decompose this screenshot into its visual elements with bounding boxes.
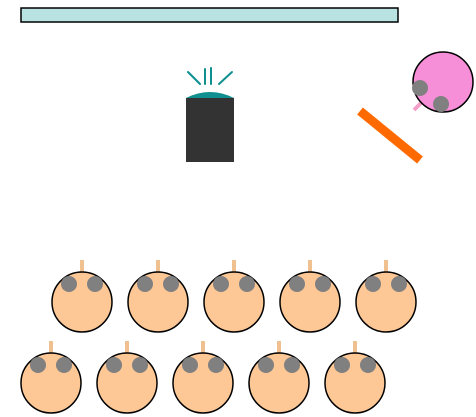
audience-hair [61,276,77,292]
presenter [412,52,473,112]
audience-member [173,341,233,413]
audience-hair [163,276,179,292]
screen-board [21,8,398,22]
audience-head [356,272,416,332]
audience-hair [360,357,376,373]
audience-member [280,260,340,332]
projector [186,68,234,162]
audience [21,260,416,413]
audience-hair [182,357,198,373]
audience-head [52,272,112,332]
audience-hair [284,357,300,373]
audience-head [128,272,188,332]
audience-member [356,260,416,332]
projector-body [186,98,234,162]
audience-head [21,353,81,413]
audience-hair [334,357,350,373]
audience-head [249,353,309,413]
audience-hair [391,276,407,292]
audience-hair [208,357,224,373]
presenter-hair [433,96,449,112]
audience-hair [137,276,153,292]
audience-member [52,260,112,332]
audience-head [325,353,385,413]
pointer-stick [360,111,420,160]
projector-lens [186,92,234,98]
audience-hair [365,276,381,292]
light-rays-icon [188,68,232,84]
audience-hair [213,276,229,292]
audience-hair [239,276,255,292]
audience-head [173,353,233,413]
audience-member [204,260,264,332]
audience-hair [30,357,46,373]
audience-hair [87,276,103,292]
audience-hair [258,357,274,373]
audience-member [21,341,81,413]
audience-hair [315,276,331,292]
audience-head [204,272,264,332]
audience-member [249,341,309,413]
presenter-hair [412,80,428,96]
audience-hair [106,357,122,373]
audience-hair [132,357,148,373]
audience-member [97,341,157,413]
audience-hair [56,357,72,373]
audience-head [280,272,340,332]
audience-member [325,341,385,413]
audience-head [97,353,157,413]
audience-hair [289,276,305,292]
audience-member [128,260,188,332]
